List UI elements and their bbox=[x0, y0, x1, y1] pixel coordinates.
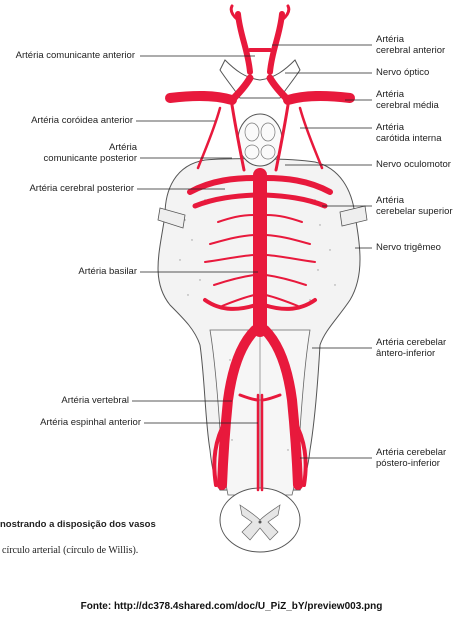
label-cerebral-anterior: Artéria cerebral anterior bbox=[376, 34, 446, 56]
middle-cerebral-artery-right bbox=[283, 90, 355, 105]
label-nervo-trigemeo: Nervo trigêmeo bbox=[376, 242, 441, 253]
leader-lines bbox=[132, 44, 372, 459]
label-cerebelar-postero-inferior: Artéria cerebelar póstero-inferior bbox=[376, 447, 447, 469]
label-nervo-oculomotor: Nervo oculomotor bbox=[376, 159, 451, 170]
label-comunicante-posterior: Artéria comunicante posterior bbox=[43, 142, 137, 164]
label-cerebelar-antero-inferior: Artéria cerebelar ântero-inferior bbox=[376, 337, 447, 359]
label-coroidea-anterior: Artéria coróidea anterior bbox=[31, 115, 133, 126]
label-nervo-optico: Nervo óptico bbox=[376, 67, 430, 78]
label-carotida-interna: Artéria carótida interna bbox=[376, 122, 442, 144]
source-credit: Fonte: http://dc378.4shared.com/doc/U_Pi… bbox=[80, 601, 383, 612]
choroid-artery-left bbox=[196, 106, 222, 170]
anterior-cerebral-artery bbox=[235, 11, 285, 75]
arteries bbox=[165, 4, 355, 492]
trigeminal-nerve-right bbox=[339, 205, 368, 227]
label-vertebral: Artéria vertebral bbox=[61, 395, 129, 406]
trigeminal-nerve-left bbox=[157, 207, 186, 229]
vertebral-artery-left bbox=[217, 325, 260, 490]
optic-chiasm bbox=[219, 59, 301, 99]
label-basilar: Artéria basilar bbox=[78, 266, 137, 277]
spinal-cord-section bbox=[219, 487, 301, 553]
label-cerebral-media: Artéria cerebral média bbox=[376, 89, 439, 111]
label-cerebral-posterior: Artéria cerebral posterior bbox=[29, 183, 134, 194]
label-cerebelar-superior: Artéria cerebelar superior bbox=[376, 195, 453, 217]
label-comunicante-anterior: Artéria comunicante anterior bbox=[15, 50, 135, 61]
anterior-spinal-artery bbox=[256, 393, 264, 492]
caption-line-2: círculo arterial (círculo de Willis). bbox=[2, 545, 139, 556]
caption-line-1: nostrando a disposição dos vasos bbox=[0, 519, 156, 530]
vertebral-artery-right bbox=[260, 325, 303, 490]
label-espinhal-anterior: Artéria espinhal anterior bbox=[40, 417, 141, 428]
middle-cerebral-artery-left bbox=[165, 90, 237, 105]
mammillary-body bbox=[237, 113, 283, 167]
